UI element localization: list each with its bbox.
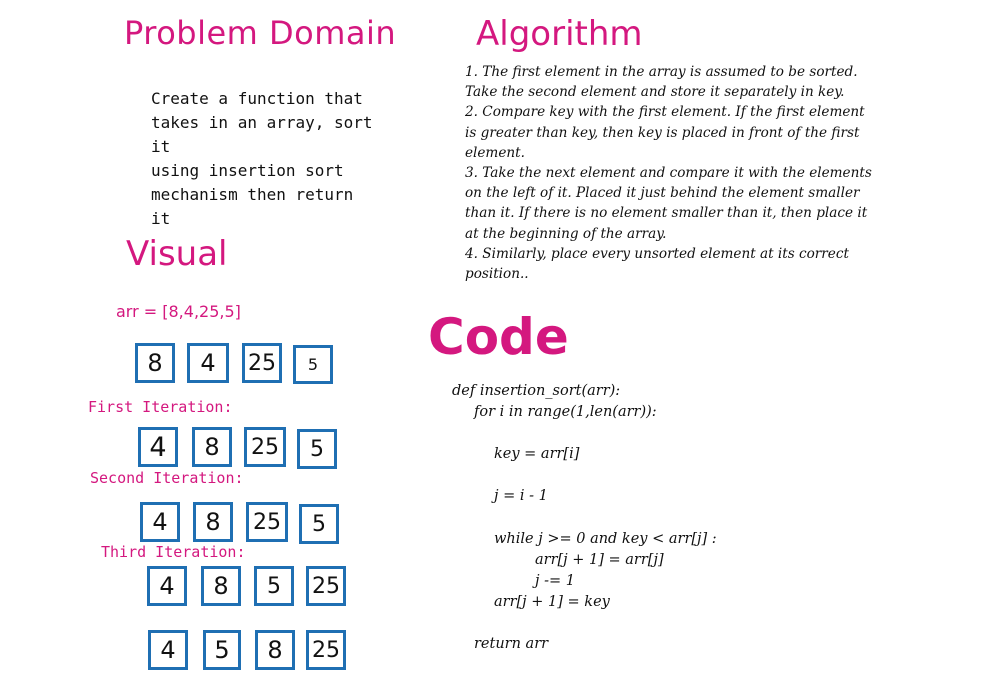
algorithm-line: is greater than key, then key is placed … [465,124,860,141]
code-line: while j >= 0 and key < arr[j] : [494,531,717,547]
code-heading: Code [428,308,569,366]
array-box: 5 [203,630,241,670]
algorithm-line: 4. Similarly, place every unsorted eleme… [465,245,849,262]
array-label: arr = [8,4,25,5] [116,302,241,321]
iteration-label: First Iteration: [88,398,233,416]
array-box: 25 [246,502,288,542]
algorithm-line: element. [465,144,525,161]
array-box: 4 [140,502,180,542]
array-box: 8 [255,630,295,670]
algorithm-heading: Algorithm [476,14,643,54]
array-box: 8 [201,566,241,606]
algorithm-line: on the left of it. Placed it just behind… [465,185,860,202]
iteration-label: Third Iteration: [101,543,246,561]
array-box: 25 [244,427,286,467]
algorithm-line: at the beginning of the array. [465,225,667,242]
array-box: 4 [187,343,229,383]
algorithm-line: 3. Take the next element and compare it … [465,165,872,182]
problem-domain-heading: Problem Domain [124,14,397,52]
problem-line: it [151,209,171,228]
algorithm-line: 2. Compare key with the first element. I… [465,104,865,121]
array-box: 25 [242,343,282,383]
array-box: 4 [148,630,188,670]
array-box: 8 [135,343,175,383]
array-box: 5 [299,504,339,544]
array-box: 4 [138,427,178,467]
array-box: 25 [306,566,346,606]
iteration-label: Second Iteration: [90,469,244,487]
code-line: for i in range(1,len(arr)): [474,404,657,420]
algorithm-line: position.. [465,266,529,283]
problem-line: takes in an array, sort it [151,113,373,156]
array-box: 25 [306,630,346,670]
problem-line: mechanism then return [151,185,354,204]
array-box: 5 [293,345,333,384]
array-box: 5 [297,429,337,469]
code-line: j -= 1 [535,573,575,589]
algorithm-line: 1. The first element in the array is ass… [465,64,858,80]
problem-line: Create a function that [151,89,363,108]
code-line: def insertion_sort(arr): [452,383,621,399]
code-line: j = i - 1 [494,488,548,504]
array-box: 4 [147,566,187,606]
visual-heading: Visual [126,234,228,274]
array-box: 8 [193,502,233,542]
code-line: key = arr[i] [494,446,580,462]
code-line: return arr [474,636,549,652]
array-box: 8 [192,427,232,467]
algorithm-line: Take the second element and store it sep… [465,84,845,101]
problem-description: Create a function that takes in an array… [151,87,391,231]
code-line: arr[j + 1] = key [494,594,610,610]
algorithm-line: than it. If there is no element smaller … [465,205,868,222]
array-box: 5 [254,566,294,606]
problem-line: using insertion sort [151,161,344,180]
code-line: arr[j + 1] = arr[j] [535,552,664,568]
algorithm-steps: 1. The first element in the array is ass… [465,62,935,284]
